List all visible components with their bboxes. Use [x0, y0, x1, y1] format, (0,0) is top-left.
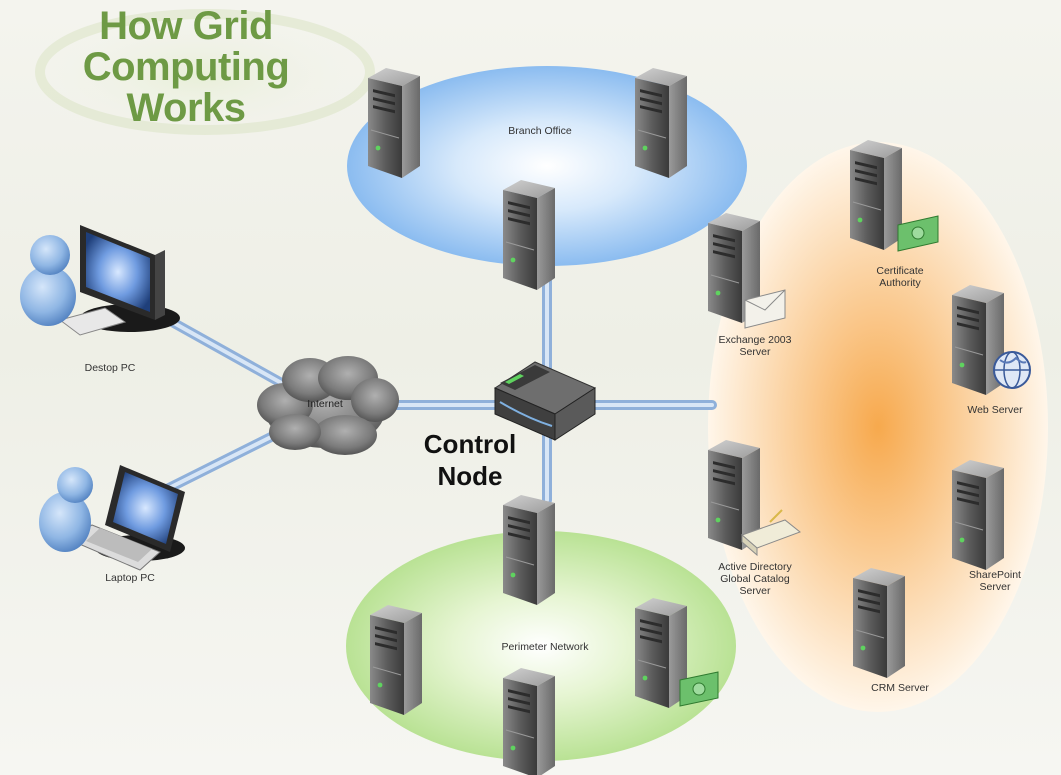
title-line-2: Computing	[82, 45, 290, 89]
control-node-line-2: Node	[437, 461, 503, 491]
branch-office-label: Branch Office	[508, 125, 572, 137]
desktop-pc-label: Destop PC	[84, 362, 136, 374]
active-directory-label-line-3: Server	[739, 585, 771, 597]
laptop-pc-label: Laptop PC	[105, 572, 155, 584]
web-server-label: Web Server	[967, 404, 1023, 416]
branch-server-2	[634, 67, 688, 179]
control-node-label: Control Node	[400, 428, 540, 492]
crm-server-label: CRM Server	[871, 682, 929, 694]
exchange-server-label: Exchange 2003 Server	[700, 334, 810, 358]
active-directory-label-line-1: Active Directory	[718, 561, 792, 573]
perimeter-server-4	[502, 667, 556, 775]
globe-icon	[993, 351, 1031, 389]
control-node-switch	[493, 361, 597, 441]
certificate-authority-label-line-2: Authority	[879, 277, 921, 289]
perimeter-network-label: Perimeter Network	[501, 641, 589, 653]
internet-label: Internet	[307, 398, 343, 410]
crm-server	[852, 567, 906, 679]
branch-server-1	[367, 67, 421, 179]
mail-icon	[744, 289, 786, 329]
control-node-line-1: Control	[423, 429, 517, 459]
server-zone	[708, 142, 1048, 712]
title-line-3: Works	[126, 86, 246, 130]
catalog-icon	[741, 509, 802, 557]
laptop-user-icon	[39, 467, 93, 552]
certificate-authority-server	[849, 139, 903, 251]
perimeter-network-zone	[346, 531, 736, 761]
sharepoint-server-label: SharePoint Server	[950, 569, 1040, 593]
money-icon	[679, 671, 719, 707]
network-links	[160, 265, 717, 505]
desktop-user-icon	[20, 235, 76, 326]
page-title: How Grid Computing Works	[66, 6, 306, 129]
certificate-icon	[897, 215, 939, 252]
active-directory-label-line-2: Global Catalog	[720, 573, 790, 585]
laptop-pc-icon	[68, 465, 185, 571]
sharepoint-server	[951, 459, 1005, 571]
perimeter-server-2	[369, 604, 423, 716]
exchange-server-label-line-2: Server	[739, 346, 771, 358]
sharepoint-server-label-line-2: Server	[979, 581, 1011, 593]
exchange-server-label-line-1: Exchange 2003	[718, 334, 792, 346]
title-line-1: How Grid	[99, 4, 273, 48]
sharepoint-server-label-line-1: SharePoint	[969, 569, 1021, 581]
internet-cloud-icon	[257, 356, 399, 455]
perimeter-server-3	[634, 597, 688, 709]
branch-server-3	[502, 179, 556, 291]
certificate-authority-label-line-1: Certificate	[876, 265, 924, 277]
certificate-authority-label: Certificate Authority	[850, 265, 950, 289]
active-directory-label: Active Directory Global Catalog Server	[700, 561, 810, 597]
perimeter-server-1	[502, 494, 556, 606]
desktop-pc-icon	[58, 225, 180, 336]
